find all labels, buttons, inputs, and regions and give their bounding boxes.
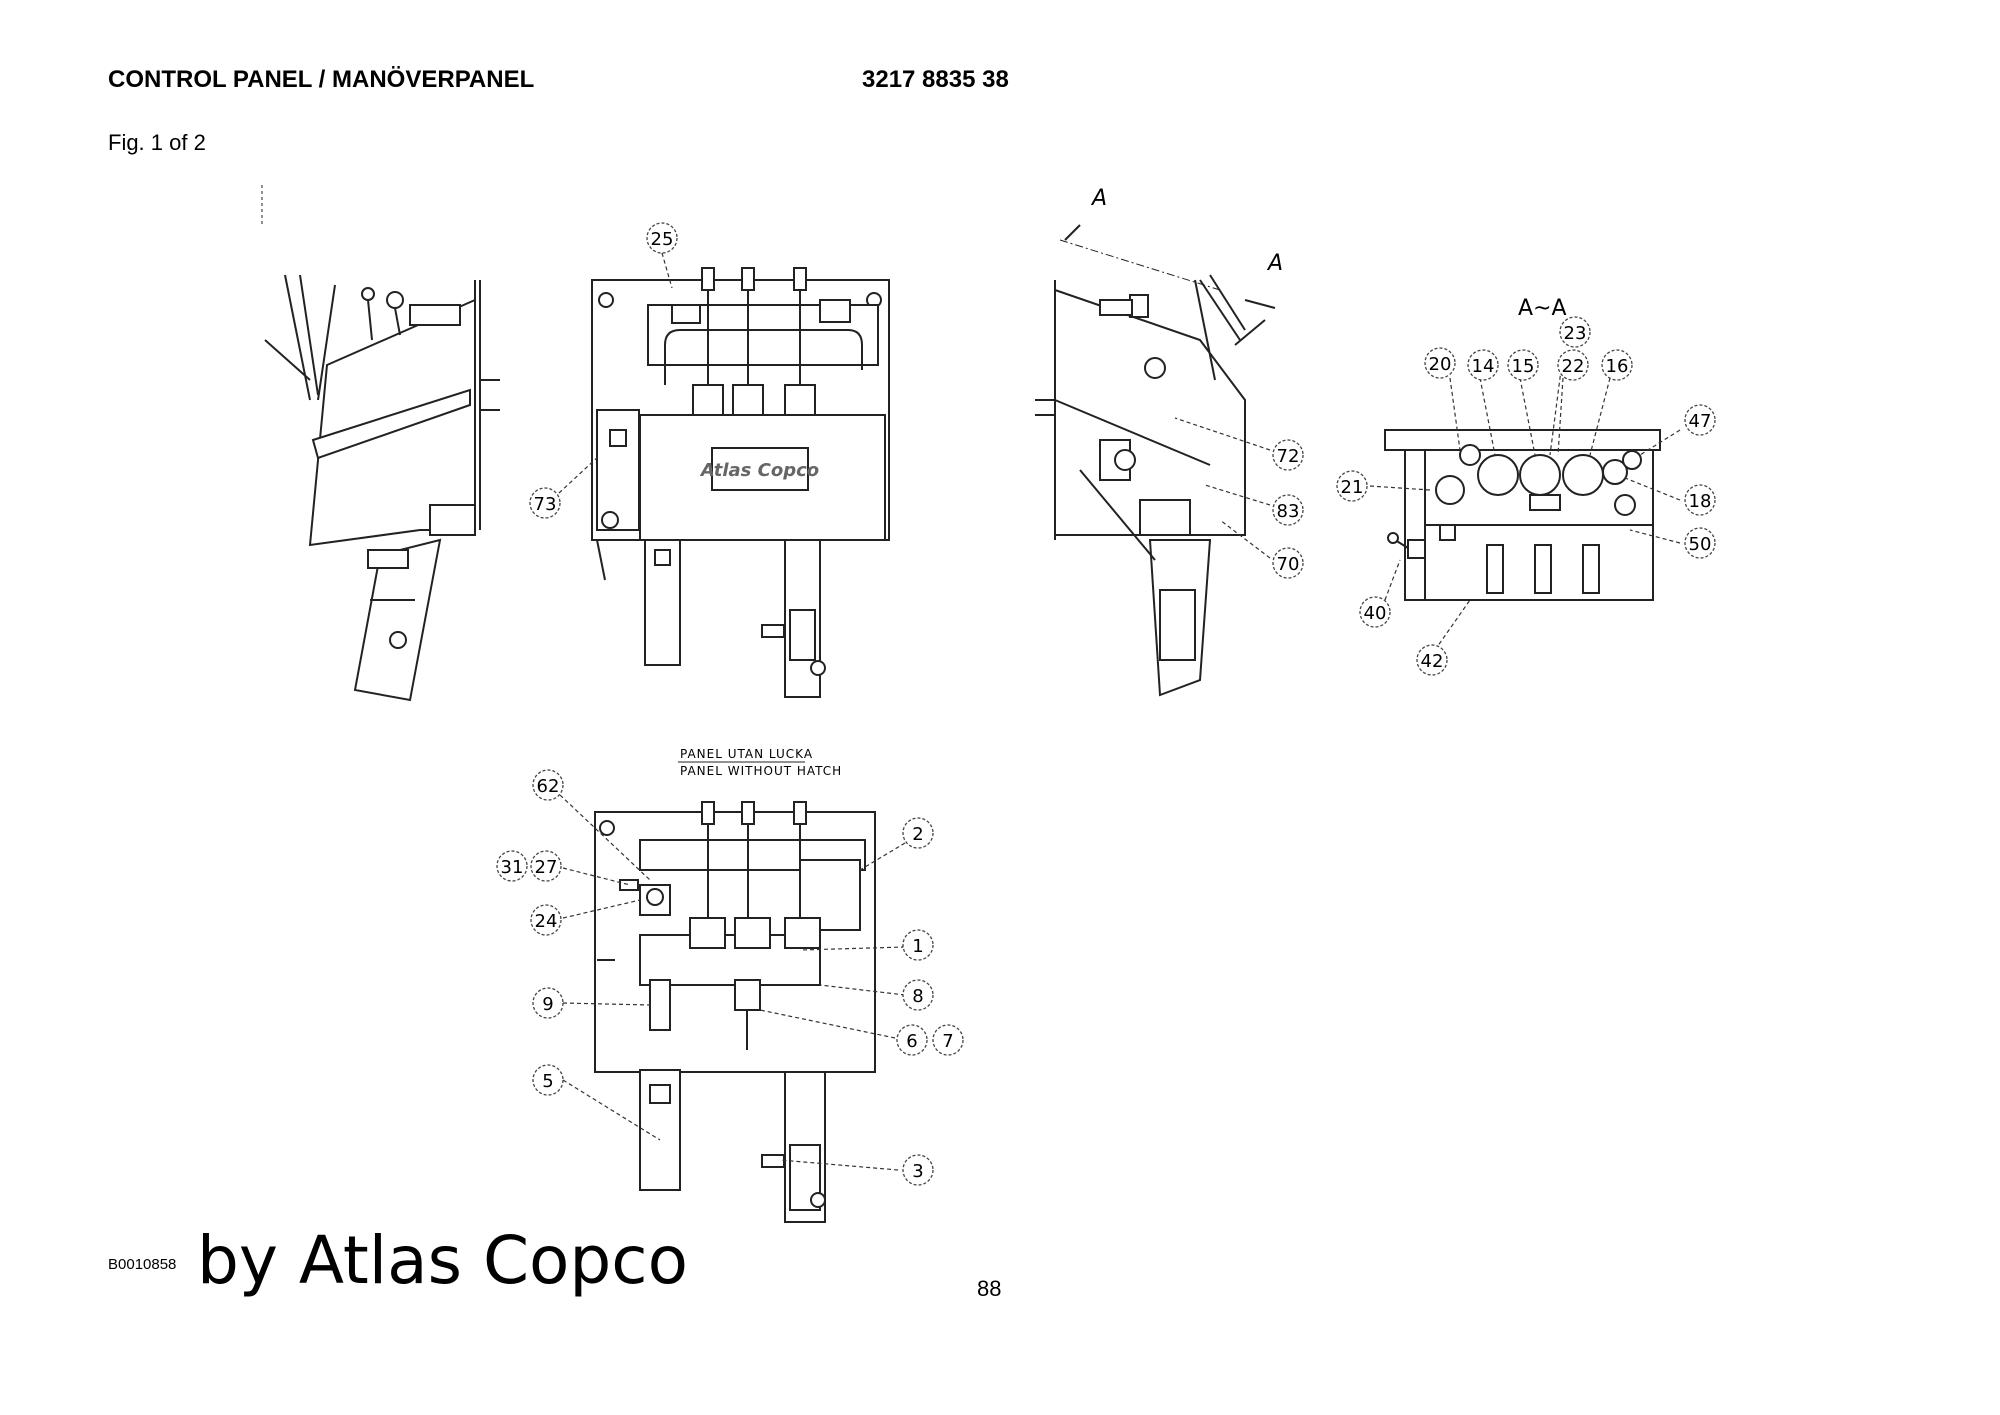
- callout-3: 3: [902, 1154, 934, 1186]
- svg-text:15: 15: [1512, 356, 1535, 377]
- callout-40: 40: [1359, 596, 1391, 628]
- svg-text:2: 2: [912, 824, 923, 845]
- callout-27: 27: [530, 850, 562, 882]
- svg-text:9: 9: [542, 994, 553, 1015]
- svg-text:42: 42: [1421, 651, 1444, 672]
- callout-50: 50: [1684, 527, 1716, 559]
- callout-42: 42: [1416, 644, 1448, 676]
- section-view: A~A: [1384, 296, 1661, 601]
- svg-text:23: 23: [1564, 323, 1587, 344]
- callout-23: 23: [1559, 316, 1591, 348]
- callout-83: 83: [1272, 494, 1304, 526]
- page-number: 88: [977, 1276, 1002, 1301]
- svg-text:6: 6: [906, 1031, 917, 1052]
- panel-note-line2: PANEL WITHOUT HATCH: [680, 764, 842, 778]
- panel-note-line1: PANEL UTAN LUCKA: [680, 747, 813, 761]
- svg-text:7: 7: [942, 1031, 953, 1052]
- callout-16: 16: [1601, 349, 1633, 381]
- svg-text:25: 25: [651, 229, 674, 250]
- svg-text:72: 72: [1277, 446, 1300, 467]
- svg-text:27: 27: [535, 857, 558, 878]
- callout-72: 72: [1272, 439, 1304, 471]
- left-side-view: [261, 185, 500, 702]
- callout-22: 22: [1557, 349, 1589, 381]
- callout-18: 18: [1684, 484, 1716, 516]
- figure-label: Fig. 1 of 2: [108, 130, 206, 155]
- front-view: Atlas Copco: [591, 267, 890, 698]
- callout-70: 70: [1272, 547, 1304, 579]
- side-view: A A: [1035, 186, 1283, 697]
- part-number: 3217 8835 38: [862, 66, 1009, 93]
- callout-5: 5: [532, 1064, 564, 1096]
- callout-14: 14: [1467, 349, 1499, 381]
- svg-text:20: 20: [1429, 354, 1452, 375]
- svg-text:50: 50: [1689, 534, 1712, 555]
- callout-2: 2: [902, 817, 934, 849]
- brand-caption: by Atlas Copco: [197, 1222, 688, 1299]
- section-marker-a-right: A: [1266, 251, 1283, 276]
- callout-25: 25: [646, 222, 678, 254]
- svg-text:83: 83: [1277, 501, 1300, 522]
- callout-20: 20: [1424, 347, 1456, 379]
- svg-text:70: 70: [1277, 554, 1300, 575]
- callout-1: 1: [902, 929, 934, 961]
- svg-text:14: 14: [1472, 356, 1495, 377]
- svg-text:3: 3: [912, 1161, 923, 1182]
- callout-24: 24: [530, 904, 562, 936]
- svg-text:62: 62: [537, 776, 560, 797]
- atlas-copco-logo: Atlas Copco: [699, 460, 819, 481]
- callout-21: 21: [1336, 470, 1368, 502]
- lower-view: PANEL UTAN LUCKA PANEL WITHOUT HATCH: [594, 747, 876, 1223]
- section-marker-a-top: A: [1090, 186, 1107, 211]
- callout-7: 7: [932, 1024, 964, 1056]
- callout-8: 8: [902, 979, 934, 1011]
- svg-text:5: 5: [542, 1071, 553, 1092]
- document-title: CONTROL PANEL / MANÖVERPANEL: [108, 66, 535, 93]
- callout-73: 73: [529, 487, 561, 519]
- leader-lines: [558, 252, 1681, 1171]
- callout-62: 62: [532, 769, 564, 801]
- svg-text:21: 21: [1341, 477, 1364, 498]
- svg-text:31: 31: [501, 857, 524, 878]
- callout-9: 9: [532, 987, 564, 1019]
- drawing-code: B0010858: [108, 1256, 177, 1273]
- callout-47: 47: [1684, 404, 1716, 436]
- svg-text:1: 1: [912, 936, 923, 957]
- callout-6: 6: [896, 1024, 928, 1056]
- svg-text:16: 16: [1606, 356, 1629, 377]
- section-label: A~A: [1518, 296, 1567, 321]
- svg-text:8: 8: [912, 986, 923, 1007]
- svg-text:22: 22: [1562, 356, 1585, 377]
- callout-15: 15: [1507, 349, 1539, 381]
- svg-text:73: 73: [534, 494, 557, 515]
- callout-31: 31: [496, 850, 528, 882]
- svg-text:47: 47: [1689, 411, 1712, 432]
- svg-text:40: 40: [1364, 603, 1387, 624]
- svg-text:18: 18: [1689, 491, 1712, 512]
- svg-text:24: 24: [535, 911, 558, 932]
